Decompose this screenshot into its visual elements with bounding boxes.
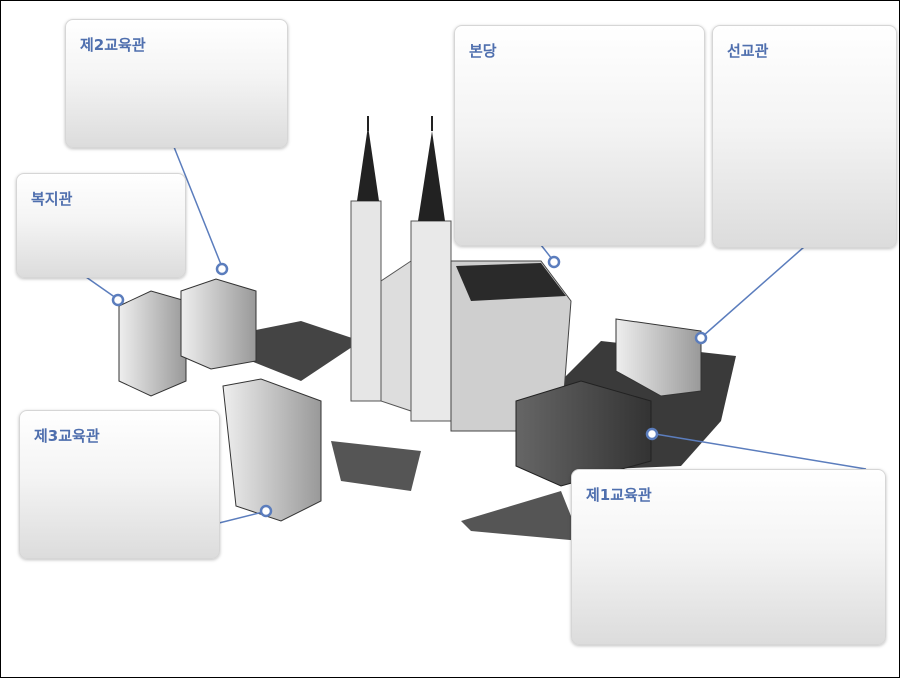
trees (331, 441, 421, 491)
edu3-building (222, 378, 322, 522)
mission-connector (702, 246, 805, 337)
callout-main[interactable]: 본당 (454, 25, 705, 246)
callout-welfare[interactable]: 복지관 (16, 173, 186, 278)
welfare-connector (85, 276, 117, 299)
cathedral (450, 260, 572, 432)
edu1-connector (654, 433, 867, 470)
edu3-connector (218, 511, 264, 524)
callout-mission[interactable]: 선교관 (712, 25, 897, 248)
main-marker[interactable] (547, 255, 561, 269)
callout-edu3-label: 제3교육관 (34, 427, 100, 445)
mission-building (615, 318, 702, 397)
callout-main-label: 본당 (469, 42, 497, 60)
edu1-marker[interactable] (645, 427, 659, 441)
callout-edu3[interactable]: 제3교육관 (19, 410, 220, 559)
edu2-building (180, 278, 257, 370)
callout-edu1-label: 제1교육관 (586, 486, 652, 504)
road (461, 491, 581, 541)
edu1-building (515, 380, 652, 487)
callout-edu2[interactable]: 제2교육관 (65, 19, 288, 148)
callout-mission-label: 선교관 (727, 42, 769, 60)
welfare-building (118, 290, 187, 397)
callout-welfare-label: 복지관 (31, 190, 73, 208)
road (251, 321, 361, 381)
main-connector (540, 244, 553, 260)
edu2-marker[interactable] (215, 262, 229, 276)
callout-edu2-label: 제2교육관 (80, 36, 146, 54)
edu3-marker[interactable] (259, 504, 273, 518)
edu2-connector (173, 146, 223, 268)
welfare-marker[interactable] (111, 293, 125, 307)
mission-marker[interactable] (694, 331, 708, 345)
callout-edu1[interactable]: 제1교육관 (571, 469, 886, 645)
